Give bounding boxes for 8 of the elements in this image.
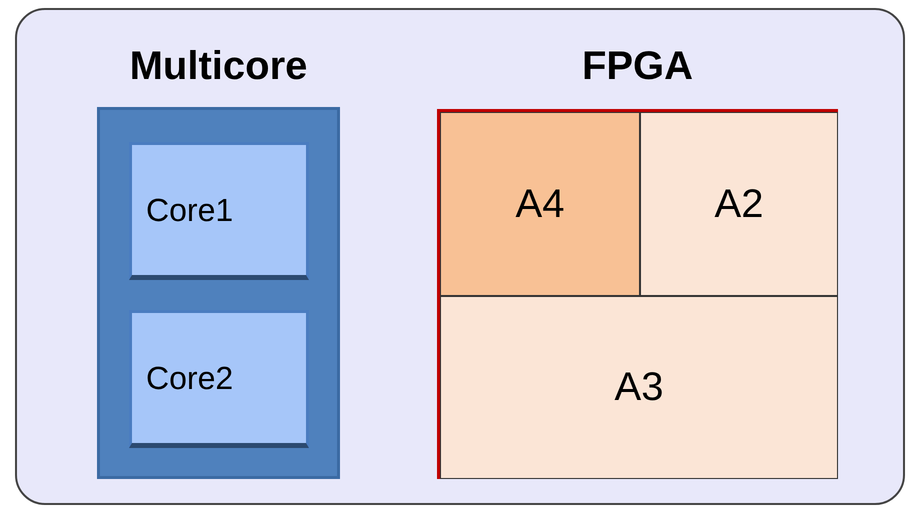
outer-frame xyxy=(15,8,905,505)
panel-heading: Multicore xyxy=(128,43,308,90)
region-box: A4 xyxy=(440,112,640,296)
core-box: Core2 xyxy=(129,310,309,448)
region-box: A2 xyxy=(640,112,838,296)
core-box: Core1 xyxy=(129,142,309,280)
region-box: A3 xyxy=(440,296,838,479)
panel-heading: FPGA xyxy=(580,43,694,90)
